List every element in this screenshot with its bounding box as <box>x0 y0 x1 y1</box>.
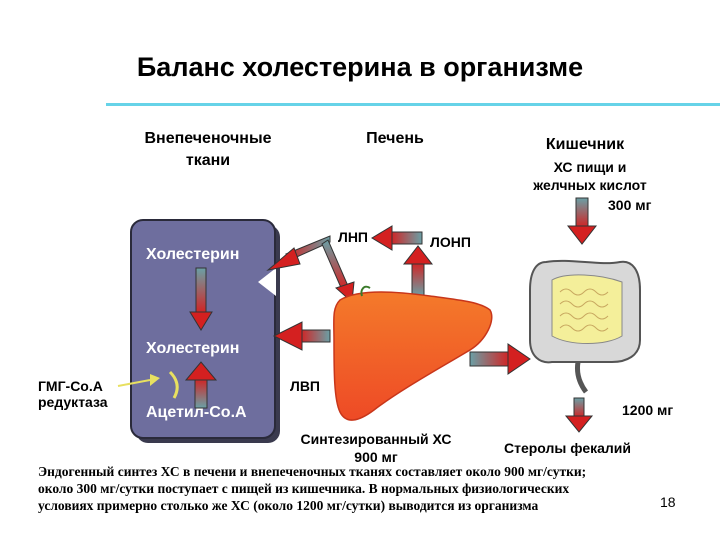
header-extrahepatic-line2: ткани <box>185 152 231 169</box>
excretion-arrow <box>564 397 594 433</box>
intestine-input-line1: ХС пищи и <box>553 159 627 175</box>
footer-line2: около 300 мг/сутки поступает с пищей из … <box>38 481 570 496</box>
fecal-sterols-label: Стеролы фекалий <box>504 440 631 456</box>
hdl-arrow <box>272 321 331 351</box>
footer-line1: Эндогенный синтез ХС в печени и внепечен… <box>38 464 587 479</box>
ldl-to-liver-arrow <box>321 239 355 304</box>
extrahepatic-cell <box>130 219 280 443</box>
header-extrahepatic: Внепеченочные ткани <box>108 128 308 172</box>
hdl-label: ЛВП <box>290 378 320 394</box>
vldl-label: ЛОНП <box>430 234 471 250</box>
intestine-input-label: ХС пищи и желчных кислот <box>510 158 670 194</box>
footer-text: Эндогенный синтез ХС в печени и внепечен… <box>38 463 638 514</box>
header-extrahepatic-line1: Внепеченочные <box>144 130 272 147</box>
page-title: Баланс холестерина в организме <box>136 52 584 82</box>
cell-notch <box>258 268 276 296</box>
cell-cholesterol-mid: Холестерин <box>146 340 240 357</box>
ldl-arrow <box>266 235 331 271</box>
vldl-arrow <box>371 225 423 251</box>
synthesized-line2: 900 мг <box>354 449 398 465</box>
cell-up-arrow <box>184 361 218 409</box>
enzyme-line2: редуктаза <box>38 394 108 410</box>
liver-to-intestine-arrow <box>469 343 531 375</box>
liver-illustration <box>333 285 493 421</box>
intestine-input-line2: желчных кислот <box>533 177 647 193</box>
intestine-illustration <box>529 259 641 394</box>
intestine-input-arrow <box>566 197 598 245</box>
header-intestine: Кишечник <box>545 136 625 153</box>
footer-line3: условиях примерно столько же ХС (около 1… <box>38 498 539 513</box>
enzyme-label: ГМГ-Co.A редуктаза <box>38 378 108 410</box>
page-number: 18 <box>660 494 676 510</box>
title-underline <box>106 103 720 106</box>
synthesized-label: Синтезированный ХС 900 мг <box>286 430 466 466</box>
enzyme-curved-arrow <box>168 370 179 399</box>
excretion-amount: 1200 мг <box>622 402 674 418</box>
cell-cholesterol-top: Холестерин <box>146 246 240 263</box>
liver-up-arrow <box>402 245 434 297</box>
cell-down-arrow <box>189 267 213 331</box>
header-liver: Печень <box>366 130 424 147</box>
ldl-label: ЛНП <box>338 229 368 245</box>
enzyme-pointer-arrow <box>117 374 160 387</box>
intestine-input-amount: 300 мг <box>608 197 652 213</box>
synthesized-line1: Синтезированный ХС <box>300 431 452 447</box>
enzyme-line1: ГМГ-Co.A <box>38 378 103 394</box>
cell-acetyl-coa: Ацетил-Co.A <box>146 404 247 421</box>
